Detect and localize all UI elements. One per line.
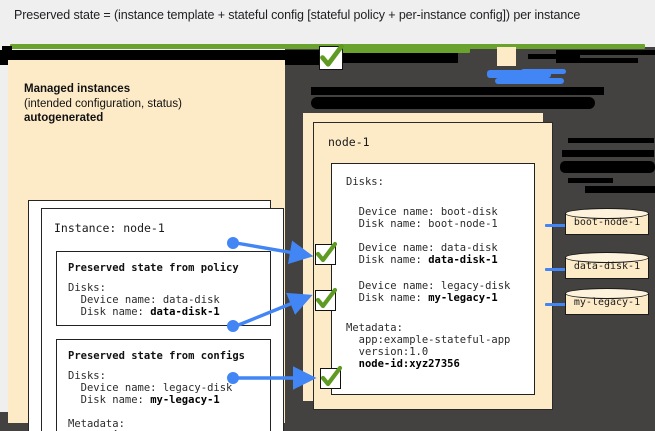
configs-metadata-label: Metadata:	[68, 418, 125, 430]
policy-disks-label: Disks:	[68, 282, 106, 294]
check-badge-metadata	[320, 365, 343, 389]
configs-disk-name-value: my-legacy-1	[150, 394, 220, 406]
disk-lead-data	[545, 268, 567, 271]
green-highlight-bar-2	[330, 47, 470, 53]
redaction-bar-6	[311, 87, 604, 95]
policy-body: Disks: Device name: data-disk Disk name:…	[68, 282, 220, 318]
blue-scribble-1	[487, 70, 551, 78]
disk-cylinder-legacy: my-legacy-1	[565, 288, 649, 318]
instance-header: Instance: node-1	[54, 221, 165, 235]
redaction-bar-1b	[2, 46, 12, 52]
node-header: node-1	[328, 135, 370, 149]
check-badge-data-disk	[315, 241, 338, 265]
blue-scribble-3	[521, 69, 566, 74]
disk-body	[565, 213, 649, 235]
check-mark-icon	[315, 241, 338, 263]
preserved-state-policy-box: Preserved state from policy Disks: Devic…	[56, 251, 271, 326]
legacy-disk-name-prefix: Disk name:	[346, 292, 429, 304]
redaction-bar-4	[556, 50, 655, 55]
check-mark-icon	[320, 44, 344, 67]
disk-label: my-legacy-1	[573, 297, 641, 308]
node-metadata-node-id: node-id:xyz27356	[346, 358, 460, 370]
managed-instances-title: Managed instances (intended configuratio…	[24, 82, 274, 126]
title-line-2: (intended configuration, status)	[24, 97, 182, 110]
node-card: node-1 Disks: Device name: boot-disk Dis…	[313, 122, 553, 410]
connector-policy-to-data-disk	[227, 237, 314, 265]
managed-instances-panel: Managed instances (intended configuratio…	[8, 60, 285, 431]
node-legacy-disk-group: Device name: legacy-disk Disk name: my-l…	[346, 280, 511, 304]
redaction-bar-10	[560, 161, 655, 173]
node-metadata-label: Metadata:	[346, 322, 403, 334]
node-data-disk-group: Device name: data-disk Disk name: data-d…	[346, 242, 498, 266]
legacy-device-name: Device name: legacy-disk	[346, 280, 511, 292]
configs-device-name: Device name: legacy-disk	[68, 382, 233, 394]
policy-disk-name-value: data-disk-1	[150, 306, 220, 318]
disk-top	[565, 252, 649, 263]
page-caption: Preserved state = (instance template + s…	[14, 8, 581, 22]
blue-scribble-2	[495, 78, 564, 84]
check-badge-legacy-disk	[315, 287, 338, 311]
disk-lead-legacy	[545, 303, 567, 306]
disk-top	[565, 208, 649, 219]
configs-disk-name-row: Disk name: my-legacy-1	[68, 394, 232, 406]
disk-body	[565, 257, 649, 279]
data-disk-name-value: data-disk-1	[428, 254, 498, 266]
redaction-bar-12	[585, 186, 655, 193]
disk-label: boot-node-1	[573, 217, 641, 228]
configs-disks-label: Disks:	[68, 370, 106, 382]
check-mark-icon	[315, 287, 338, 309]
policy-device-name: Device name: data-disk	[68, 294, 220, 306]
redaction-bar-8	[568, 138, 654, 143]
legacy-disk-name-row: Disk name: my-legacy-1	[346, 292, 510, 304]
check-badge-top	[319, 44, 344, 70]
disk-label: data-disk-1	[573, 261, 641, 272]
data-disk-name-row: Disk name: data-disk-1	[346, 254, 498, 266]
connector-configs-to-metadata	[227, 366, 317, 390]
node-disks-label: Disks:	[346, 176, 384, 188]
data-disk-name-prefix: Disk name:	[346, 254, 429, 266]
title-line-1: Managed instances	[24, 83, 131, 95]
configs-disks-group: Disks: Device name: legacy-disk Disk nam…	[68, 370, 232, 406]
node-metadata-group: Metadata: app:example-stateful-app versi…	[346, 322, 510, 370]
disk-lead-boot	[545, 224, 567, 227]
configs-heading: Preserved state from configs	[68, 350, 246, 362]
policy-disk-name-row: Disk name: data-disk-1	[68, 306, 220, 318]
redaction-bar-7	[311, 97, 595, 109]
legacy-disk-name-value: my-legacy-1	[428, 292, 498, 304]
node-boot-disk-group: Device name: boot-disk Disk name: boot-n…	[346, 206, 498, 230]
data-device-name: Device name: data-disk	[346, 242, 498, 254]
disk-cylinder-data: data-disk-1	[565, 252, 649, 282]
redaction-bar-3	[528, 54, 580, 59]
redaction-bar-11	[568, 178, 613, 183]
node-details-box: Disks: Device name: boot-disk Disk name:…	[331, 163, 535, 395]
redaction-bar-2	[338, 53, 458, 63]
node-disks-label-wrap: Disks:	[346, 176, 384, 188]
disk-top	[565, 288, 649, 299]
check-mark-icon	[320, 365, 343, 387]
boot-device-name: Device name: boot-disk	[346, 206, 498, 218]
redaction-bar-5	[556, 58, 638, 63]
connector-configs-to-legacy-disk	[227, 292, 313, 332]
boot-disk-name: Disk name: boot-node-1	[346, 218, 498, 230]
node-metadata-version: version:1.0	[346, 346, 429, 358]
disk-body	[565, 293, 649, 315]
policy-disk-name-prefix: Disk name:	[68, 306, 151, 318]
configs-disk-name-prefix: Disk name:	[68, 394, 151, 406]
title-line-3: autogenerated	[24, 112, 104, 125]
policy-heading: Preserved state from policy	[68, 262, 239, 274]
node-metadata-app: app:example-stateful-app	[346, 334, 511, 346]
cream-marker-square	[497, 47, 516, 66]
preserved-state-configs-box: Preserved state from configs Disks: Devi…	[56, 339, 271, 431]
disk-cylinder-boot: boot-node-1	[565, 208, 649, 238]
redaction-bar-9	[562, 150, 654, 157]
